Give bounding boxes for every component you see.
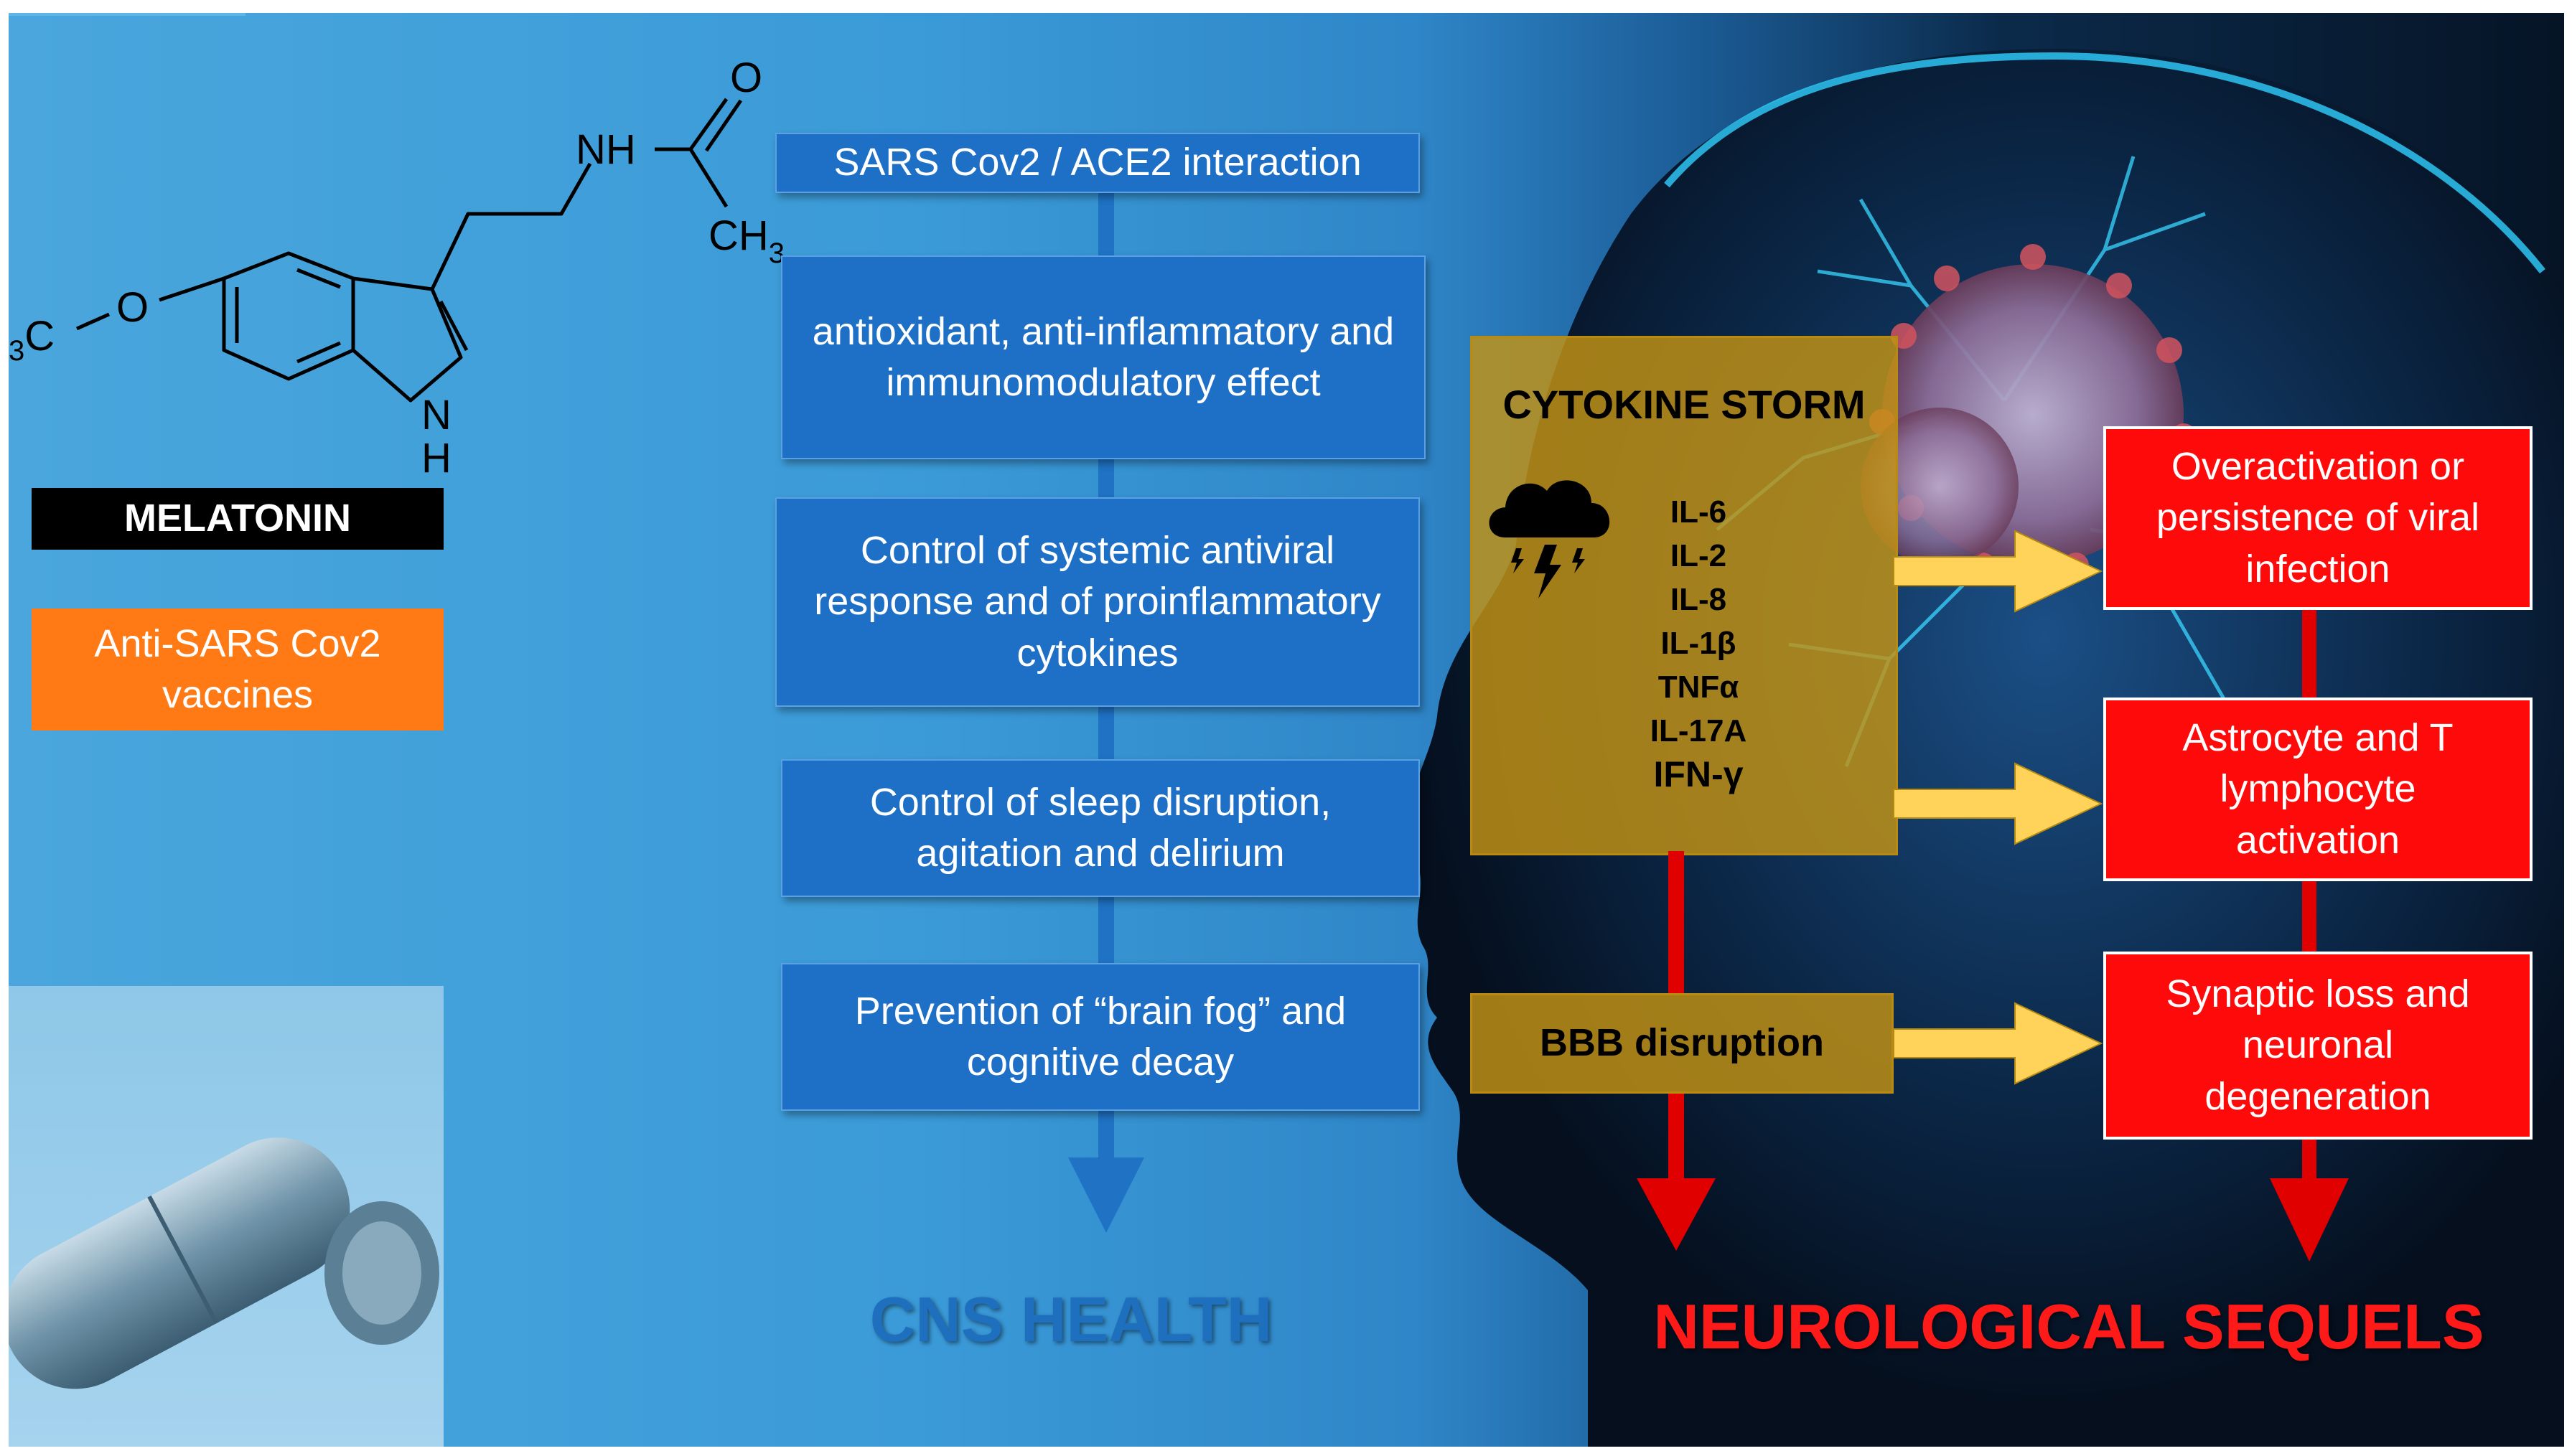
atom-indole-h: H [421,435,452,482]
atom-methoxy-c: 3C [9,313,55,367]
sequel-astrocyte-activation: Astrocyte and T lymphocyte activation [2103,698,2533,881]
atom-methoxy-o: O [116,284,149,331]
atom-indole-n: N [421,392,452,438]
flow-step-2: antioxidant, anti-inflammatory and immun… [781,255,1426,459]
flow-step-3: Control of systemic antiviral response a… [775,497,1420,707]
cytokine-il2: IL-2 [1670,538,1727,573]
cytokine-il17a: IL-17A [1650,713,1747,748]
flow-step-1: SARS Cov2 / ACE2 interaction [775,133,1420,193]
cytokine-list: IL-6 IL-2 IL-8 IL-1β TNFα IL-17A IFN-γ [1637,490,1759,797]
flow-step-5: Prevention of “brain fog” and cognitive … [781,963,1420,1111]
neurological-sequels-title: NEUROLOGICAL SEQUELS [1653,1291,2484,1362]
cytokine-il1b: IL-1β [1660,626,1736,661]
cytokine-il6: IL-6 [1670,494,1727,530]
atom-ch3: CH3 [709,212,785,269]
cytokine-storm-title: CYTOKINE STORM [1502,382,1866,427]
cytokine-storm-box: CYTOKINE STORM IL-6 IL-2 IL-8 IL-1β TNFα… [1470,336,1898,855]
sequel-viral-persistence: Overactivation or persistence of viral i… [2103,426,2533,610]
atom-nh: NH [576,126,636,173]
flow-step-4: Control of sleep disruption, agitation a… [781,759,1420,897]
diagram-canvas: O NH CH3 O 3C N H MELATONIN Anti-SARS Co… [9,13,2564,1447]
capsule-photo [9,986,444,1447]
bbb-disruption-box: BBB disruption [1470,993,1894,1094]
cytokine-tnfa: TNFα [1657,670,1739,705]
cytokine-ifng: IFN-γ [1653,754,1744,794]
top-strip [9,13,245,16]
sequel-synaptic-loss: Synaptic loss and neuronal degeneration [2103,952,2533,1140]
atom-o-carbonyl: O [730,55,762,101]
melatonin-label: MELATONIN [32,488,444,550]
storm-cloud-icon [1489,480,1610,598]
lightning-icon [1511,545,1585,598]
cns-health-title: CNS HEALTH [869,1284,1273,1355]
melatonin-structure: O NH CH3 O 3C N H [9,55,785,482]
cytokine-il8: IL-8 [1670,582,1727,617]
vaccine-label: Anti-SARS Cov2 vaccines [32,609,444,731]
